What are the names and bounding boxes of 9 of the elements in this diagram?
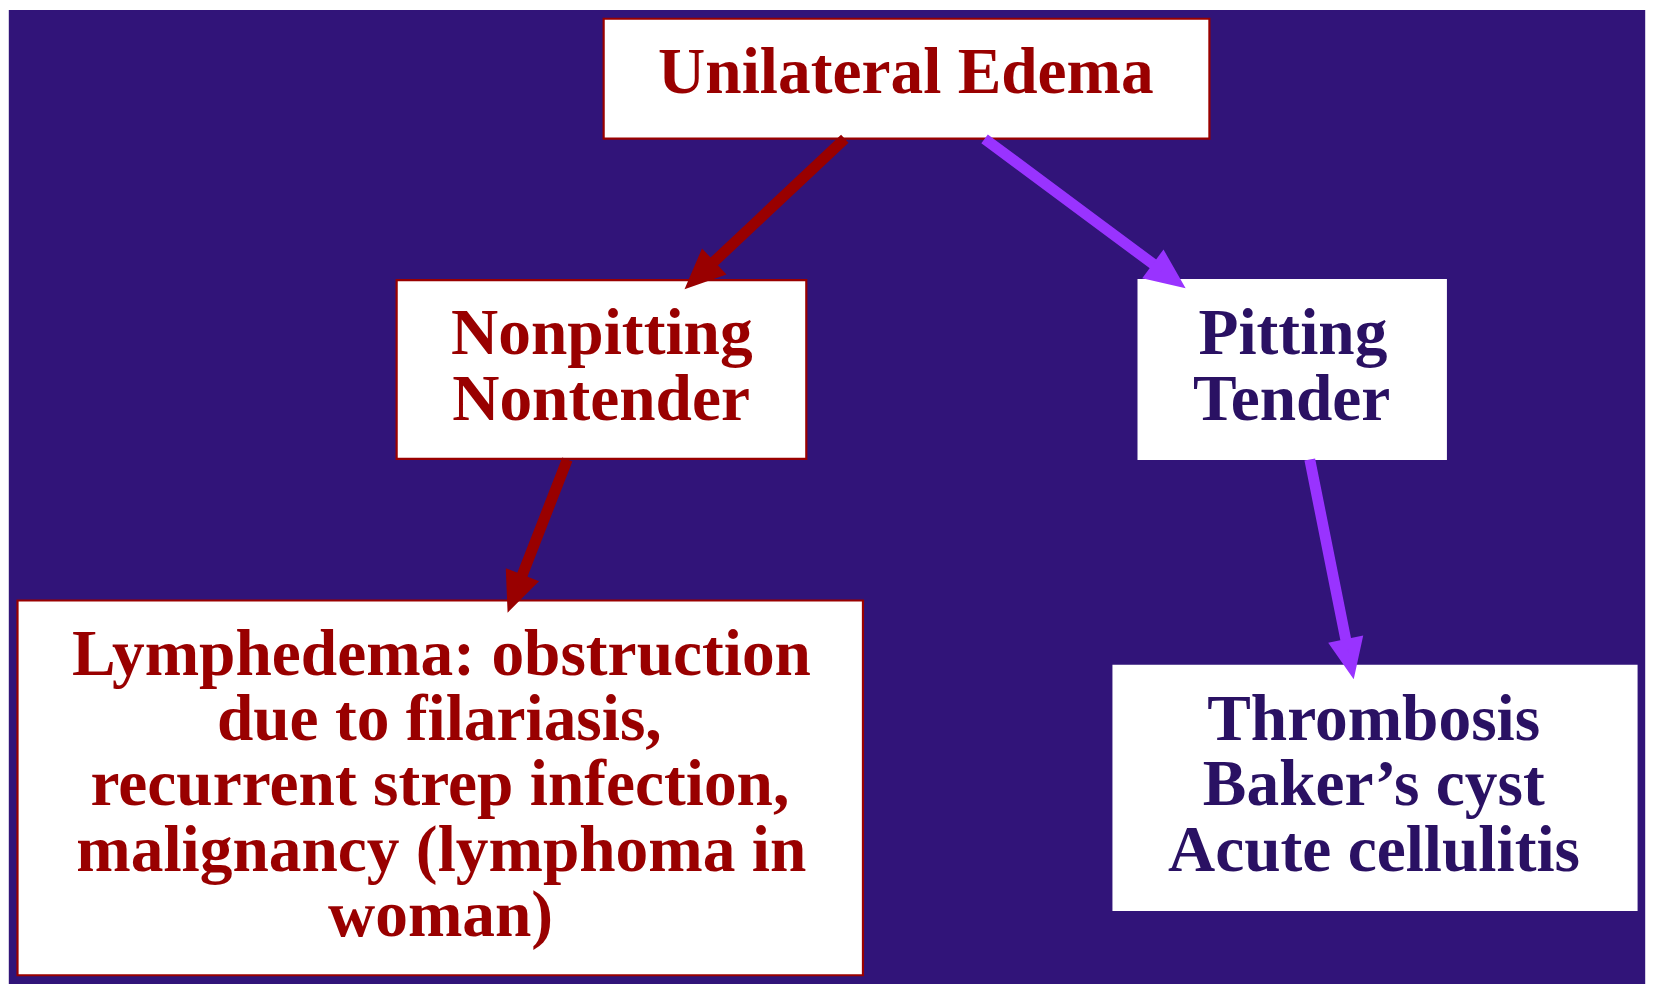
arrow <box>1304 457 1364 679</box>
node-box: Unilateral Edema <box>602 17 1211 140</box>
node-box: Thrombosis Baker’s cyst Acute cellulitis <box>1112 664 1638 911</box>
arrow <box>684 134 849 289</box>
node-box: Nonpitting Nontender <box>395 278 808 460</box>
arrow <box>981 133 1186 288</box>
node-box: Lymphedema: obstruction due to filariasis, recurrent strep infection, malignancy (lymphoma in woman) <box>16 598 865 976</box>
node-box: Pitting Tender <box>1137 278 1447 460</box>
arrow <box>505 457 573 613</box>
